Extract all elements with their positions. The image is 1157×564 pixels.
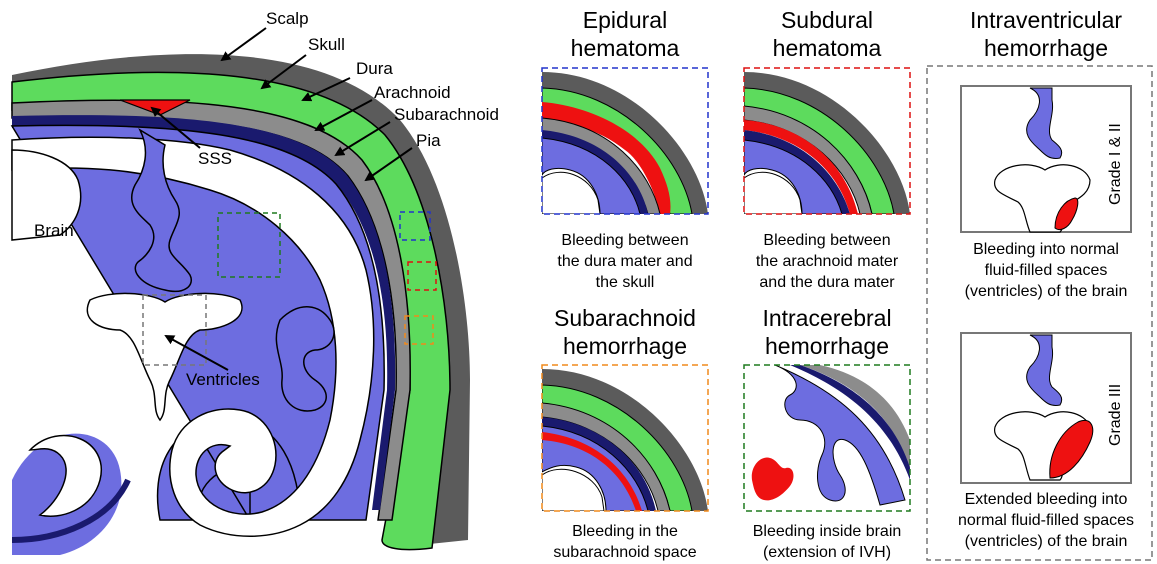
subdural-panel: Subdural hematoma Bleeding between the a… xyxy=(744,7,910,291)
intracerebral-title-line1: Intracerebral xyxy=(762,305,891,331)
epidural-title-line1: Epidural xyxy=(583,7,667,33)
subdural-title-line2: hematoma xyxy=(773,35,882,61)
epidural-caption-line2: the dura mater and xyxy=(557,253,692,270)
epidural-caption-line3: the skull xyxy=(596,274,655,291)
scalp-arrow xyxy=(222,28,266,60)
intracerebral-caption-line1: Bleeding inside brain xyxy=(753,523,902,540)
intracerebral-panel: Intracerebral hemorrhage Bleeding inside… xyxy=(744,305,910,561)
intraventricular-title-line1: Intraventricular xyxy=(970,7,1122,33)
intracerebral-title-line2: hemorrhage xyxy=(765,333,889,359)
dura-label: Dura xyxy=(356,59,393,78)
subarachnoid-label: Subarachnoid xyxy=(394,105,499,124)
intraventricular-caption-a-line3: (ventricles) of the brain xyxy=(965,283,1128,300)
subarachnoid-title-line1: Subarachnoid xyxy=(554,305,696,331)
epidural-caption-line1: Bleeding between xyxy=(561,232,688,249)
skull-label: Skull xyxy=(308,35,345,54)
scalp-label: Scalp xyxy=(266,9,309,28)
epidural-title-line2: hematoma xyxy=(571,35,680,61)
subdural-caption-line3: and the dura mater xyxy=(759,274,895,291)
intracerebral-caption-line2: (extension of IVH) xyxy=(763,544,891,561)
subarachnoid-panel: Subarachnoid hemorrhage Bleeding in the … xyxy=(542,305,708,561)
subdural-title-line1: Subdural xyxy=(781,7,873,33)
pia-label: Pia xyxy=(416,131,441,150)
intraventricular-caption-b-line2: normal fluid-filled spaces xyxy=(958,512,1134,529)
intraventricular-caption-a-line2: fluid-filled spaces xyxy=(985,262,1108,279)
ventricles-label: Ventricles xyxy=(186,370,260,389)
intraventricular-caption-b-line3: (ventricles) of the brain xyxy=(965,533,1128,550)
grade-1-2-label: Grade I & II xyxy=(1107,123,1124,205)
intraventricular-caption-a-line1: Bleeding into normal xyxy=(973,241,1119,258)
intraventricular-panel: Intraventricular hemorrhage Grade I & II… xyxy=(927,7,1152,560)
brain-label: Brain xyxy=(34,221,74,240)
subarachnoid-caption-line1: Bleeding in the xyxy=(572,523,678,540)
subarachnoid-title-line2: hemorrhage xyxy=(563,333,687,359)
intraventricular-title-line2: hemorrhage xyxy=(984,35,1108,61)
brain-cross-section xyxy=(12,54,470,555)
intraventricular-caption-b-line1: Extended bleeding into xyxy=(965,491,1128,508)
grade-3-label: Grade III xyxy=(1107,384,1124,446)
subarachnoid-caption-line2: subarachnoid space xyxy=(553,544,696,561)
subdural-caption-line2: the arachnoid mater xyxy=(756,253,899,270)
arachnoid-label: Arachnoid xyxy=(374,83,451,102)
epidural-panel: Epidural hematoma Bleeding between the d… xyxy=(542,7,708,291)
sss-label: SSS xyxy=(198,149,232,168)
subdural-caption-line1: Bleeding between xyxy=(763,232,890,249)
